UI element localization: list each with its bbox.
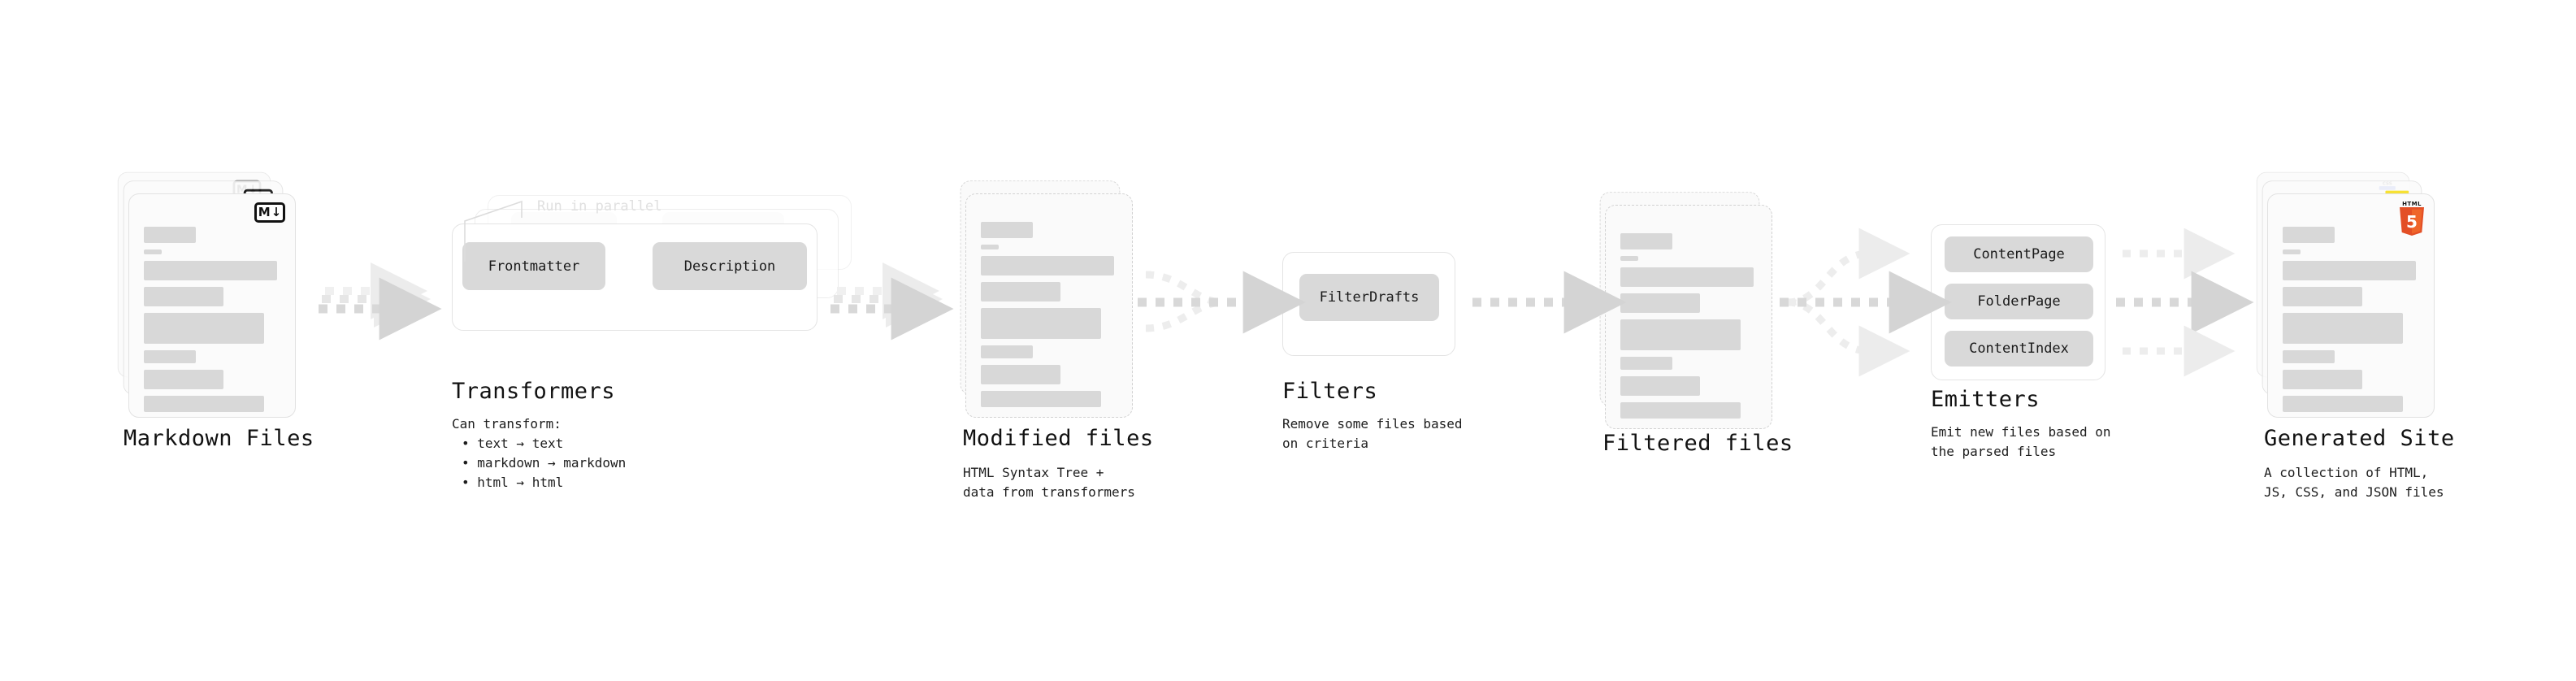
skeleton-line (2283, 396, 2403, 412)
skeleton-line (144, 396, 264, 412)
arrow-md-to-transformers (319, 262, 442, 340)
skeleton-line (2283, 350, 2335, 363)
transformers-bullets: text → text markdown → markdown html → h… (452, 434, 626, 492)
arrow-emitters-to-site (2116, 228, 2254, 377)
transform-bullet: text → text (462, 434, 626, 453)
page-title-transformers: Transformers (452, 379, 616, 404)
markdown-file-card-front: M↓ (128, 193, 296, 418)
markdown-badge-letter: M (258, 205, 271, 219)
skeleton-line (144, 249, 162, 254)
markdown-badge-arrow: ↓ (271, 205, 282, 219)
skeleton-line (144, 370, 223, 389)
skeleton-line (981, 365, 1060, 384)
arrow-modified-to-filters (1138, 271, 1306, 334)
stage-filters: FilterDrafts (1282, 252, 1455, 356)
arrow-transformers-to-modified (830, 262, 954, 340)
skeleton-line (144, 261, 277, 280)
skeleton-line (144, 287, 223, 306)
skeleton-line (981, 391, 1101, 407)
file-skeleton (981, 222, 1121, 414)
skeleton-line (1620, 402, 1741, 419)
skeleton-line (144, 313, 264, 344)
skeleton-line (981, 282, 1060, 301)
skeleton-line (2283, 261, 2416, 280)
skeleton-line (2283, 249, 2301, 254)
run-in-parallel-label: Run in parallel (537, 198, 662, 215)
filtered-file-card-front (1605, 205, 1772, 429)
modified-file-card-front (965, 193, 1133, 418)
skeleton-line (981, 256, 1114, 275)
emitters-subtitle: Emit new files based on the parsed files (1931, 424, 2111, 459)
page-title-markdown-files: Markdown Files (124, 426, 314, 451)
transformer-chip-frontmatter[interactable]: Frontmatter (462, 242, 605, 290)
file-skeleton (1620, 233, 1760, 425)
filters-subtitle: Remove some files based on criteria (1282, 416, 1463, 451)
emitter-chip-contentindex[interactable]: ContentIndex (1945, 331, 2093, 367)
generated-site-subtitle: A collection of HTML, JS, CSS, and JSON … (2264, 465, 2444, 500)
page-title-modified-files: Modified files (963, 426, 1154, 451)
transformer-panel-front: Frontmatter Description (452, 223, 817, 331)
skeleton-line (981, 222, 1033, 238)
page-title-filters: Filters (1282, 379, 1378, 404)
file-skeleton (2283, 227, 2422, 419)
skeleton-line (1620, 319, 1741, 350)
skeleton-line (1620, 357, 1672, 370)
skeleton-line (1620, 233, 1672, 249)
skeleton-line (981, 345, 1033, 358)
transformer-chip-description[interactable]: Description (653, 242, 807, 290)
markdown-badge-glyph: M↓ (254, 202, 285, 223)
emitter-chip-folderpage[interactable]: FolderPage (1945, 284, 2093, 319)
transform-bullet: html → html (462, 473, 626, 492)
skeleton-line (1620, 267, 1754, 287)
svg-text:5: 5 (2406, 212, 2418, 232)
skeleton-line (2283, 313, 2403, 344)
skeleton-line (2283, 287, 2362, 306)
html5-icon: HTML 5 (2398, 201, 2426, 236)
page-title-filtered-files: Filtered files (1602, 431, 1793, 456)
skeleton-line (981, 308, 1101, 339)
arrow-filtered-to-emitters (1780, 228, 1952, 377)
filter-chip-filterdrafts[interactable]: FilterDrafts (1299, 274, 1439, 321)
emitter-chip-contentpage[interactable]: ContentPage (1945, 236, 2093, 272)
transform-bullet: markdown → markdown (462, 453, 626, 473)
stage-emitters: ContentPage FolderPage ContentIndex (1931, 224, 2105, 380)
skeleton-line (981, 245, 999, 249)
page-title-generated-site: Generated Site (2264, 426, 2455, 451)
generated-file-card-front: HTML 5 (2267, 193, 2435, 418)
skeleton-line (2283, 227, 2335, 243)
html5-badge-label: HTML (2402, 201, 2422, 207)
modified-files-subtitle: HTML Syntax Tree + data from transformer… (963, 465, 1135, 500)
markdown-icon: M↓ (254, 202, 285, 223)
html5-shield-glyph: 5 (2400, 207, 2424, 236)
skeleton-line (1620, 256, 1638, 261)
skeleton-line (1620, 376, 1700, 396)
page-title-emitters: Emitters (1931, 387, 2040, 412)
transformers-subtitle: Can transform: (452, 416, 562, 432)
skeleton-line (144, 227, 196, 243)
skeleton-line (144, 350, 196, 363)
file-skeleton (144, 227, 284, 419)
skeleton-line (1620, 293, 1700, 313)
skeleton-line (2283, 370, 2362, 389)
